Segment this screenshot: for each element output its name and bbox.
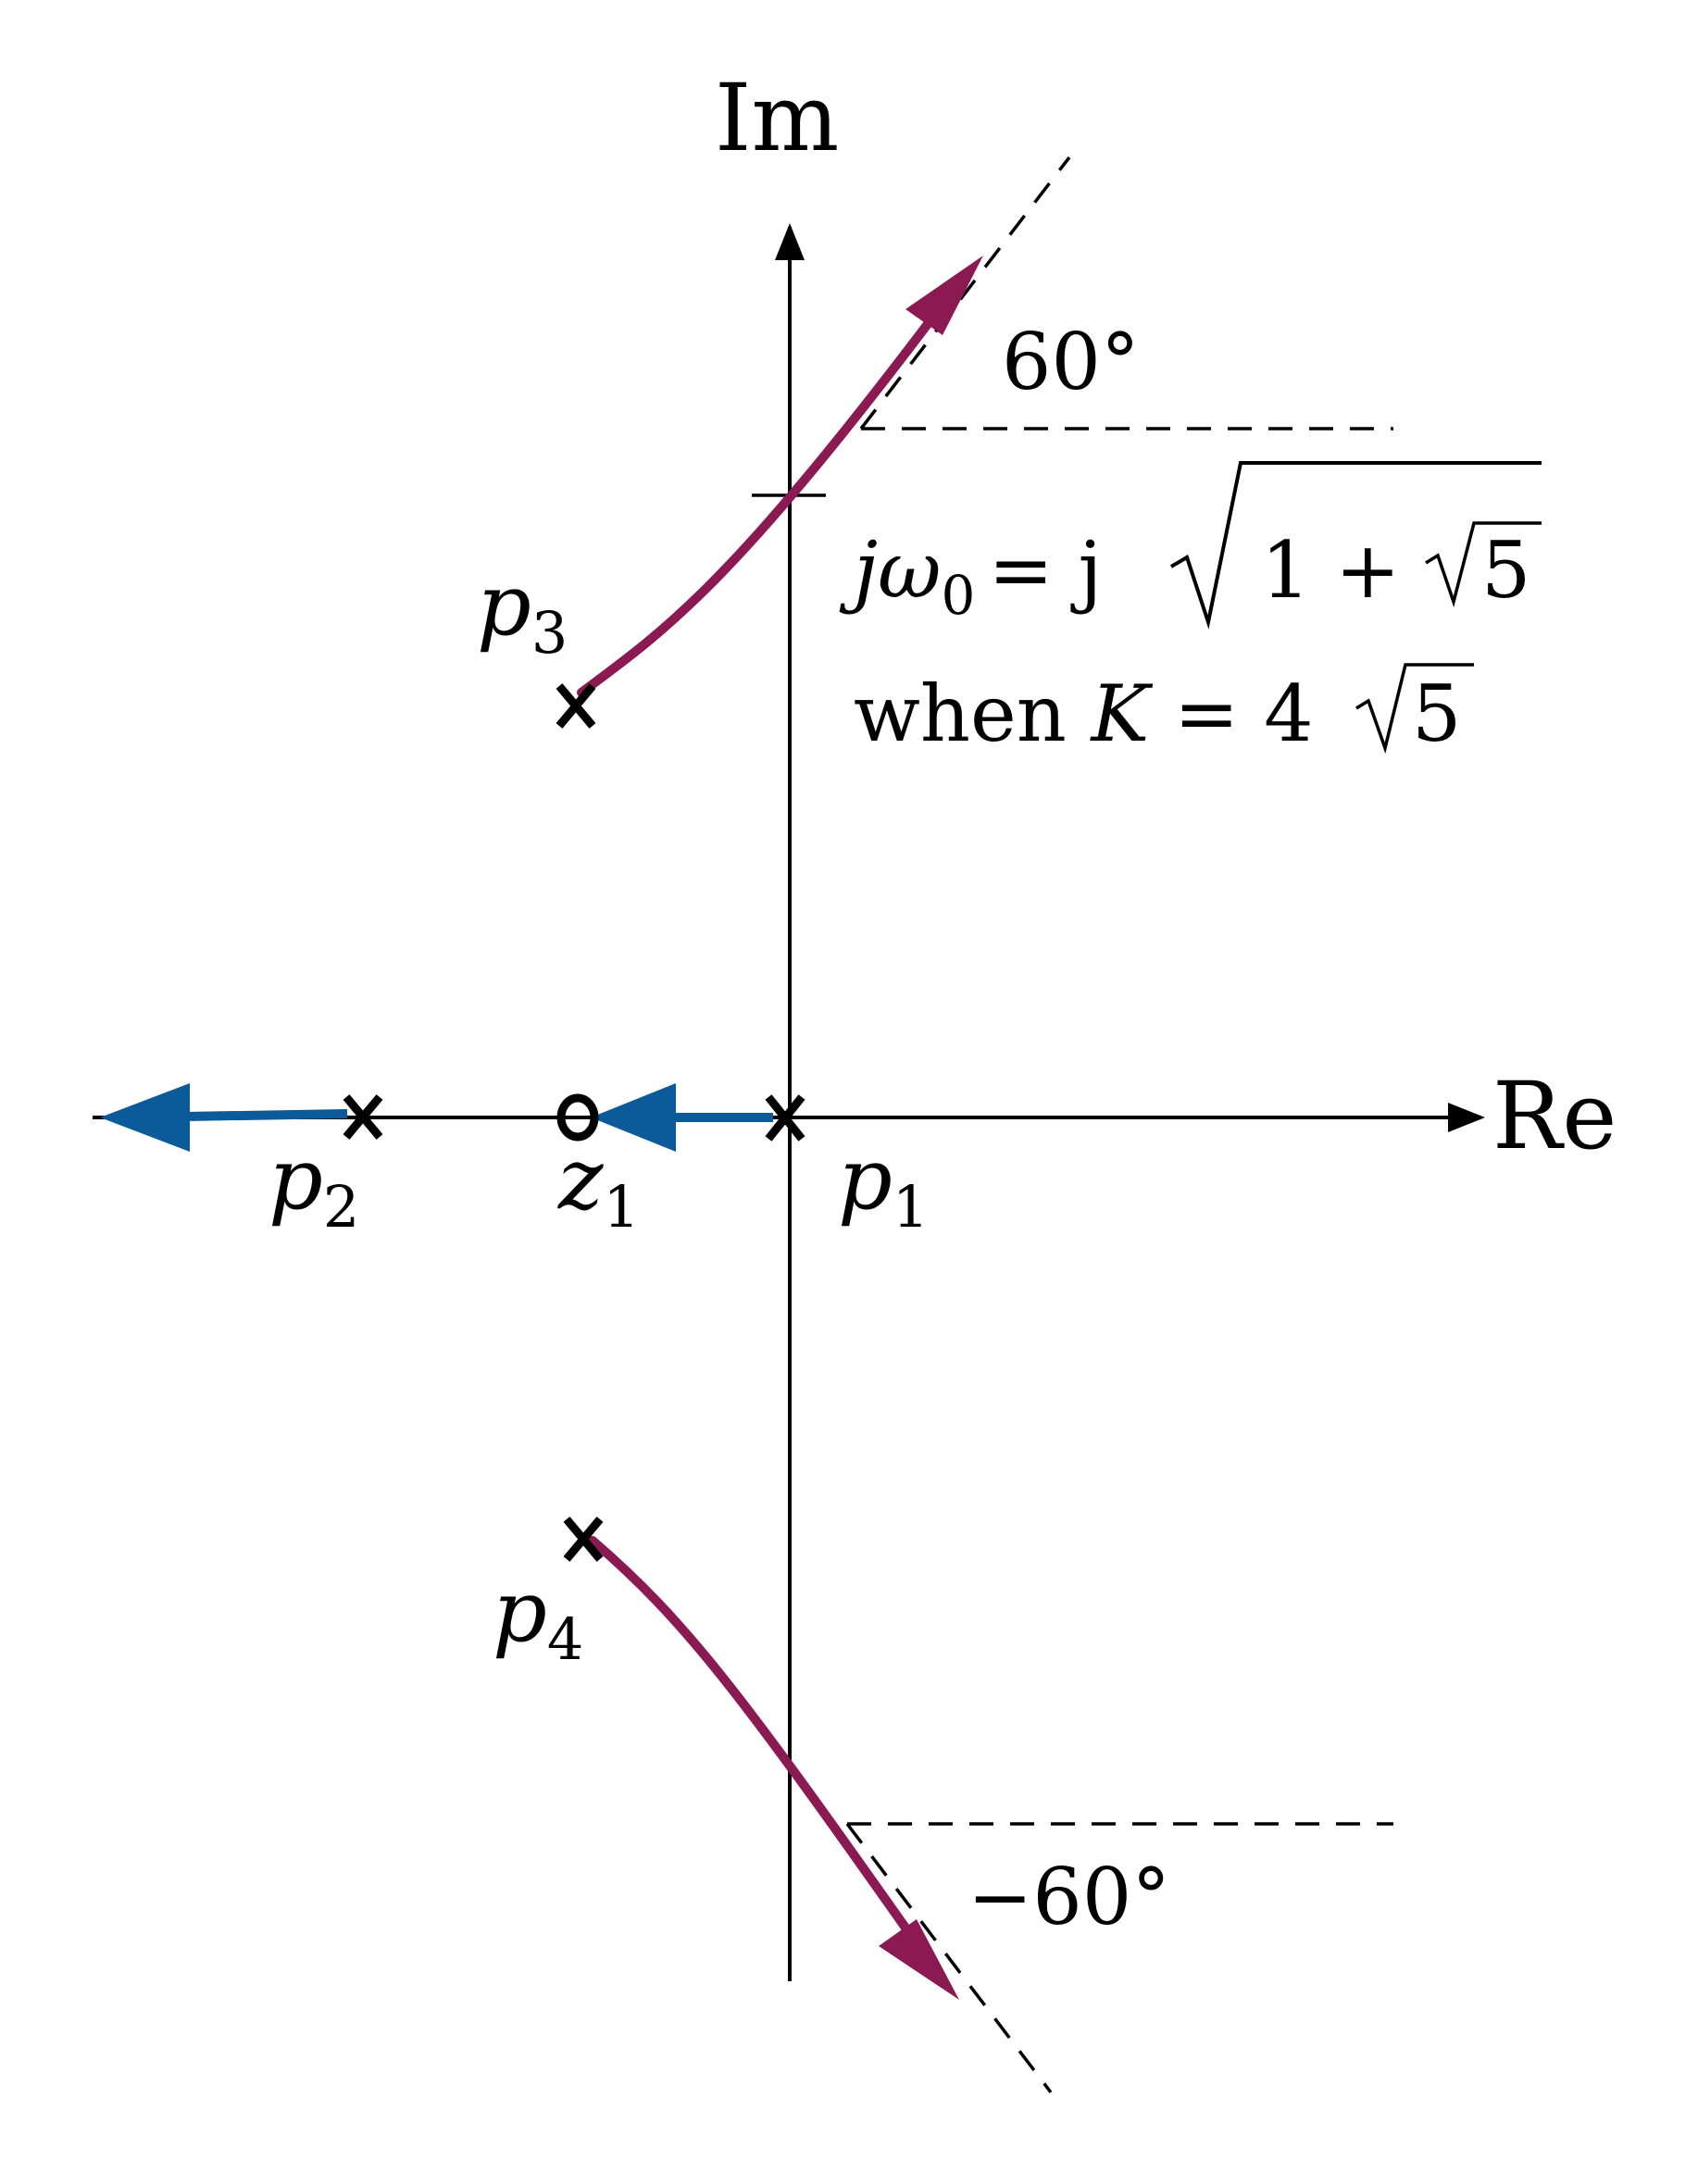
svg-text:1 +: 1 + [1261,525,1401,616]
pole-p1-marker [765,1094,805,1142]
real-axis-label: Re [1492,1062,1617,1170]
branch-p2 [184,1109,348,1121]
branch-p1-arrowhead [591,1083,676,1152]
asymptote-lower [845,1822,1053,2094]
pole-p3-marker [556,683,596,729]
zero-z1-marker [556,1093,599,1142]
label-p4: p4 [493,1562,583,1673]
pole-p2-marker [343,1094,383,1140]
branch-p3 [577,316,935,697]
branch-p2-arrowhead [100,1083,190,1152]
angle-upper-label: 60° [1002,317,1140,407]
imag-axis-label: Im [715,64,839,172]
branch-p4-arrowhead [879,1919,959,2000]
svg-text:5: 5 [1412,668,1461,759]
outer-radical [1169,461,1542,630]
gain-annotation: when K = 4 5 [854,663,1474,759]
gain-radical [1355,663,1474,755]
pole-p4-marker [563,1516,604,1562]
label-p1: p1 [838,1129,929,1241]
svg-text:5: 5 [1481,525,1530,616]
angle-lower-label: −60° [968,1852,1170,1942]
label-z1: z1 [557,1129,640,1241]
svg-text:jω0= j: jω0= j [839,525,1103,627]
label-p2: p2 [268,1129,359,1241]
label-p3: p3 [477,555,568,667]
branch-p4 [588,1536,912,1935]
asymptote-upper [859,156,1071,431]
crossing-annotation: jω0= j 1 + 5 [839,461,1542,630]
svg-text:when K = 4: when K = 4 [854,668,1314,759]
branch-p3-arrowhead [905,256,983,335]
inner-radical [1425,521,1542,608]
